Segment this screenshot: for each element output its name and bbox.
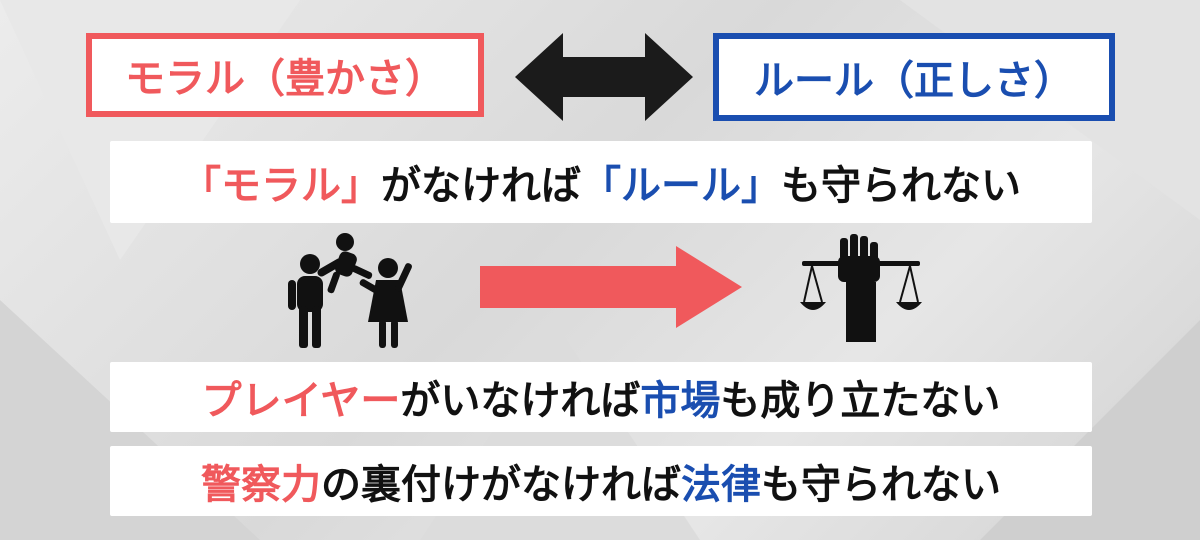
moral-label: モラル（豊かさ） [125, 56, 445, 102]
moral-keyword: 「モラル」 [181, 163, 381, 209]
statement-text: も守られない [761, 462, 1001, 508]
police-keyword: 警察力 [201, 462, 321, 508]
right-arrow-icon [480, 246, 742, 328]
rule-label: ルール（正しさ） [754, 58, 1074, 104]
statement-moral-rule: 「モラル」がなければ「ルール」も守られない [110, 141, 1092, 223]
double-arrow-icon [515, 33, 693, 121]
statement-text: がいなければ [400, 378, 641, 424]
statement-text: も成り立たない [720, 378, 1001, 424]
statement-player-market: プレイヤーがいなければ市場も成り立たない [110, 362, 1092, 432]
moral-box: モラル（豊かさ） [86, 33, 484, 117]
statement-police-law: 警察力の裏付けがなければ法律も守られない [110, 446, 1092, 516]
market-keyword: 市場 [640, 378, 721, 424]
statement-text: も守られない [781, 163, 1021, 209]
rule-box: ルール（正しさ） [713, 33, 1115, 121]
statement-text: がなければ [381, 163, 581, 209]
statement-text: の裏付けがなければ [321, 462, 681, 508]
law-keyword: 法律 [681, 462, 761, 508]
rule-keyword: 「ルール」 [581, 163, 781, 209]
family-icon [288, 233, 412, 348]
player-keyword: プレイヤー [201, 378, 401, 424]
justice-scale-icon [800, 234, 922, 342]
